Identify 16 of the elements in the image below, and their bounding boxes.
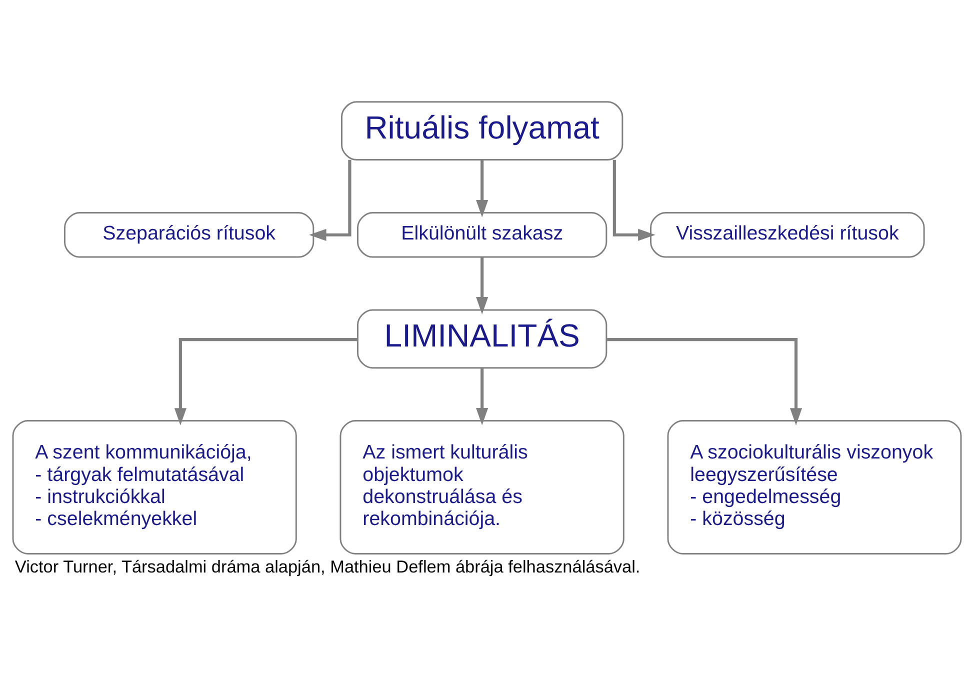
caption: Victor Turner, Társadalmi dráma alapján, Mathieu Deflem ábrája felhasználásával. bbox=[14, 556, 640, 576]
node-box: A szociokulturális viszonyok leegyszerűsítése - engedelmesség - közösség bbox=[667, 420, 962, 554]
arrow bbox=[309, 160, 352, 241]
node-box: Szeparációs rítusok bbox=[64, 212, 314, 258]
node-box: Elkülönült szakasz bbox=[357, 212, 608, 258]
arrow bbox=[174, 338, 358, 426]
node-box: Visszailleszkedési rítusok bbox=[650, 212, 925, 258]
arrow bbox=[612, 160, 656, 241]
arrow bbox=[476, 368, 488, 426]
node-box: A szent kommunikációja, - tárgyak felmutatásával - instrukciókkal - cselekményekkel bbox=[12, 420, 297, 554]
node-box: Az ismert kulturális objektumok dekonstruálása és rekombinációja. bbox=[340, 420, 624, 554]
arrow bbox=[476, 257, 488, 314]
arrow bbox=[476, 160, 488, 218]
node-box: LIMINALITÁS bbox=[357, 309, 608, 369]
arrow bbox=[606, 338, 802, 426]
node-box: Rituális folyamat bbox=[340, 101, 624, 161]
